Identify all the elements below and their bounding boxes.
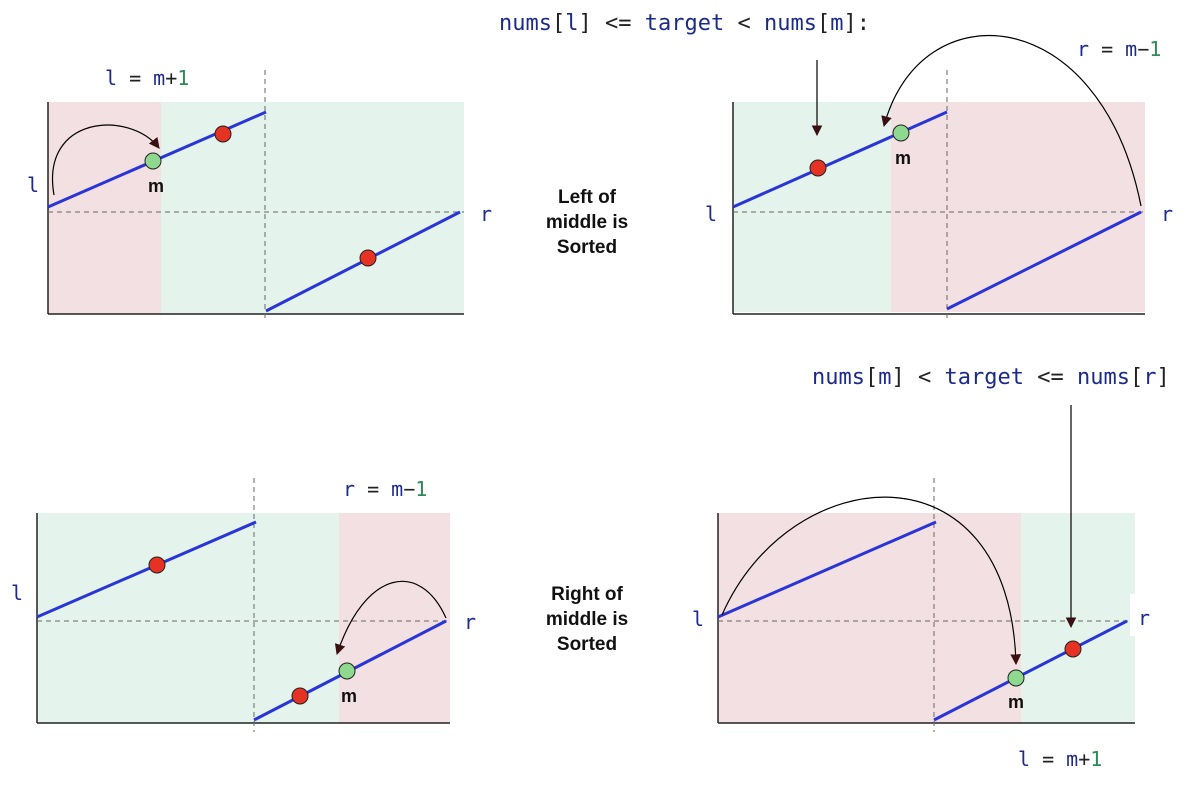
panel-left-sorted-target-left: m l r l = m+1 [27, 66, 492, 322]
middle-point [1007, 669, 1025, 687]
left-sorted-segment [732, 110, 948, 209]
discarded-region [891, 102, 1145, 312]
right-sorted-segment [933, 619, 1128, 722]
caption-line: Right of [551, 584, 623, 605]
l-label: l [11, 581, 23, 605]
panel-right-sorted-target-left: m l r r = m−1 [11, 477, 476, 732]
r-label: r [1138, 606, 1150, 630]
red-point [1064, 640, 1082, 658]
r-label: r [464, 610, 476, 634]
left-sorted-segment [36, 520, 257, 619]
left-rotated-segment [717, 520, 937, 619]
red-point [214, 125, 232, 143]
search-region [1021, 513, 1135, 723]
panel-left-sorted-target-in-left: m l r r = m−1 [705, 34, 1180, 322]
red-point [359, 249, 377, 267]
move-r-arrow [334, 580, 447, 656]
caption-right-sorted: Right of middle is Sorted [546, 584, 628, 655]
m-label: m [895, 148, 911, 168]
red-point [809, 159, 827, 177]
panel-right-sorted-target-in-right: m l r l = m+1 [692, 405, 1160, 771]
l-label: l [27, 173, 39, 197]
caption-line: middle is [546, 609, 628, 630]
m-label: m [341, 686, 357, 706]
r-label: r [480, 202, 492, 226]
l-label: l [705, 202, 717, 226]
move-l-arrow [51, 124, 160, 196]
update-expression: l = m+1 [105, 66, 189, 90]
update-expression: r = m−1 [1077, 37, 1161, 61]
middle-point [338, 662, 356, 680]
middle-point [144, 152, 162, 170]
move-r-arrow [881, 35, 1142, 207]
update-expression: l = m+1 [1018, 747, 1102, 771]
red-point [291, 687, 309, 705]
discarded-region [339, 513, 450, 723]
caption-line: middle is [546, 212, 628, 233]
search-region [161, 102, 464, 314]
right-rotated-segment [946, 210, 1142, 311]
middle-point [892, 124, 910, 142]
label-backdrop [1130, 594, 1160, 636]
search-region [733, 102, 891, 312]
search-region [37, 513, 339, 723]
l-label: l [692, 607, 704, 631]
m-label: m [1008, 692, 1024, 712]
discarded-region [718, 513, 1021, 723]
move-l-arrow [721, 496, 1022, 666]
m-label: m [148, 176, 164, 196]
caption-line: Sorted [557, 634, 617, 655]
condition-left-range: nums[l] <= target < nums[m]: [499, 11, 870, 36]
red-point [148, 556, 166, 574]
r-label: r [1161, 202, 1173, 226]
expression-backdrop [1068, 34, 1180, 64]
discarded-region [48, 102, 161, 314]
caption-line: Sorted [557, 237, 617, 258]
caption-left-sorted: Left of middle is Sorted [546, 187, 628, 258]
condition-right-range: nums[m] < target <= nums[r] [812, 365, 1170, 390]
caption-line: Left of [558, 187, 617, 208]
update-expression: r = m−1 [343, 477, 427, 501]
